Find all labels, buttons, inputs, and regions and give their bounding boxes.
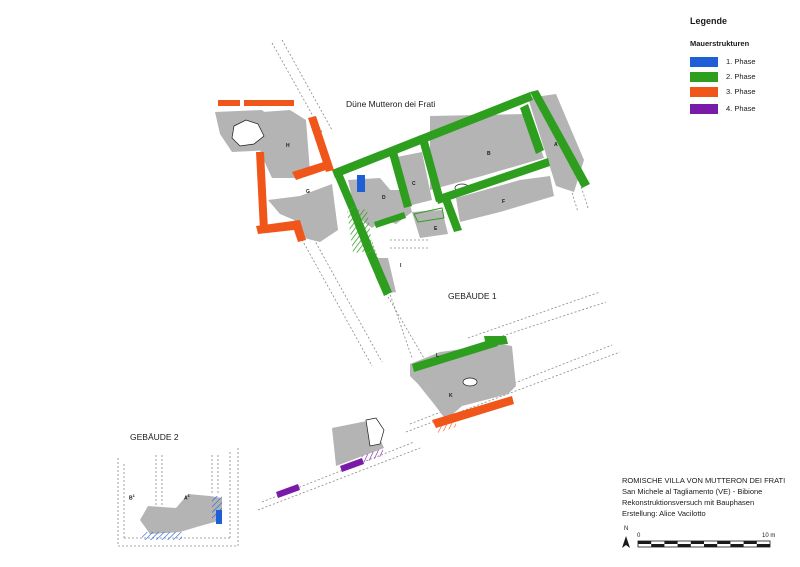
- room-label-b: B: [487, 151, 491, 157]
- scale-start-label: 0: [637, 533, 641, 539]
- scale-end-label: 10 m: [762, 533, 776, 539]
- room-label-b1: B1: [129, 493, 135, 502]
- legend-label: 2. Phase: [726, 72, 756, 81]
- room-label-k: K: [449, 393, 453, 399]
- building2-label: GEBÄUDE 2: [130, 432, 179, 442]
- plan-location: San Michele al Tagliamento (VE) - Bibion…: [622, 487, 763, 496]
- phase1-swatch: [690, 56, 718, 67]
- room-label-f: F: [502, 199, 506, 205]
- room-label-a1: A1: [184, 493, 190, 502]
- legend-label: 3. Phase: [726, 87, 756, 96]
- room-label-e: E: [434, 226, 438, 232]
- legend-item-phase2: 2. Phase: [690, 71, 756, 82]
- room-label-h: H: [286, 143, 290, 149]
- plan-title: ROMISCHE VILLA VON MUTTERON DEI FRATI: [622, 476, 786, 485]
- phase1-hatched-wall: [212, 496, 222, 520]
- room-label-c: C: [412, 181, 416, 187]
- phase1-hatched-wall: [142, 532, 182, 540]
- phase3-hatched-wall: [434, 417, 458, 433]
- legend-item-phase1: 1. Phase: [690, 56, 756, 67]
- legend-label: 1. Phase: [726, 57, 756, 66]
- phase4-swatch: [690, 103, 718, 114]
- reconstruction-lines: [117, 39, 621, 547]
- room-label-g: G: [306, 189, 310, 195]
- phase2-walls: [332, 90, 590, 372]
- building1-label: GEBÄUDE 1: [448, 291, 497, 301]
- legend-title: Legende: [690, 16, 728, 26]
- phase4-walls: [276, 458, 364, 498]
- plan-description: Rekonstruktionsversuch mit Bauphasen: [622, 498, 755, 507]
- legend-subtitle: Mauerstrukturen: [690, 39, 750, 48]
- room-label-a: A: [554, 142, 558, 148]
- plan-author: Erstellung: Alice Vacilotto: [622, 509, 706, 518]
- phase2-hatched-wall: [347, 208, 373, 254]
- remains-holes: [231, 119, 478, 447]
- phase2-swatch: [690, 71, 718, 82]
- legend-label: 4. Phase: [726, 104, 756, 113]
- legend-item-phase3: 3. Phase: [690, 86, 756, 97]
- north-arrow-icon: [622, 536, 630, 548]
- scale-bar: [637, 540, 771, 548]
- phase4-hatched-wall: [361, 448, 385, 463]
- legend-item-phase4: 4. Phase: [690, 103, 756, 114]
- room-label-d: D: [382, 195, 386, 201]
- room-label-l: L: [436, 353, 440, 359]
- room-label-i: I: [400, 263, 402, 269]
- phase3-swatch: [690, 86, 718, 97]
- north-label: N: [624, 526, 629, 532]
- dune-label: Düne Mutteron dei Frati: [346, 99, 436, 109]
- phase2-outline-wall: [413, 207, 445, 223]
